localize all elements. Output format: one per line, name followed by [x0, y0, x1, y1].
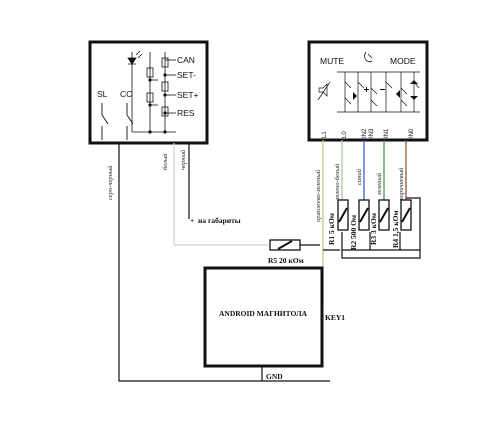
volume-arrow-icons	[353, 80, 418, 100]
mute-speaker-icon	[317, 81, 331, 101]
resistor-ladder-icon	[132, 52, 176, 133]
switch-contact-dots	[148, 73, 167, 134]
gabarity-label: на габариты	[198, 216, 241, 225]
bus-to-gnd	[400, 197, 421, 251]
r1-label: R1 5 кОм	[327, 213, 336, 245]
pin-in3-label: IN3	[369, 128, 375, 138]
cc-label: CC	[120, 89, 132, 99]
gnd-label: GND	[266, 372, 283, 381]
resistor-r3: R3 3 кОм	[369, 199, 390, 245]
pin-l0-label: L0	[342, 131, 348, 138]
pin-l1-label: L1	[322, 131, 328, 138]
r2-label: R2 500 Ом	[349, 215, 358, 250]
wire-label-white-1: белый	[162, 153, 169, 170]
pin-in1-label: IN1	[384, 128, 390, 138]
head-unit-frame	[203, 266, 324, 368]
pin-set-plus-label: SET+	[177, 90, 199, 100]
button-matrix-icon	[337, 71, 420, 113]
wire-label-blue: синий	[356, 168, 363, 185]
mute-label: MUTE	[320, 56, 344, 66]
pin-res-label: RES	[177, 108, 195, 118]
pin-can-label: CAN	[177, 55, 195, 65]
resistor-r1: R1 5 кОм	[327, 199, 349, 245]
left-switch-block: SL CC	[88, 40, 209, 145]
right-block-frame	[307, 40, 429, 142]
pin-in2-label: IN2	[362, 128, 368, 138]
wire-grey-black	[118, 143, 330, 382]
sl-switch-symbol	[101, 103, 109, 140]
wire-label-grey-black: серо-черный	[107, 165, 114, 200]
wire-label-orange-green: оранжево-зеленый	[315, 169, 322, 222]
wire-label-black: черный	[180, 149, 187, 170]
wire-white	[173, 143, 268, 246]
phone-icon	[364, 51, 373, 63]
head-unit-label: ANDROID МАГНИТОЛА	[219, 309, 308, 318]
r5-label: R5 20 кОм	[268, 256, 304, 265]
wires	[118, 140, 421, 382]
plus-sign: +	[190, 216, 194, 225]
r3-label: R3 3 кОм	[369, 213, 378, 245]
bus-r2-r3	[341, 232, 371, 251]
pin-set-minus-label: SET-	[177, 70, 196, 80]
mode-label: MODE	[390, 56, 416, 66]
left-block-frame	[88, 40, 209, 145]
r4-label: R4 1,5 кОм	[391, 210, 400, 248]
wire-label-green-white: зелено-белый	[334, 163, 341, 201]
resistor-r4: R4 1,5 кОм	[391, 199, 412, 248]
wire-label-green: зеленый	[376, 172, 383, 196]
resistor-r2: R2 500 Ом	[349, 199, 370, 250]
led-diode-icon	[127, 50, 143, 132]
key1-label: KEY1	[325, 313, 345, 322]
wire-l0-r-bus	[341, 250, 421, 259]
pin-in0-label: IN0	[409, 128, 415, 138]
resistor-r5: R5 20 кОм	[268, 239, 304, 265]
sl-label: SL	[97, 89, 108, 99]
android-head-unit: ANDROID МАГНИТОЛА KEY1 GND	[203, 266, 345, 381]
wire-label-brown: коричневый	[398, 167, 405, 200]
right-switch-block: MUTE MODE	[307, 40, 429, 142]
